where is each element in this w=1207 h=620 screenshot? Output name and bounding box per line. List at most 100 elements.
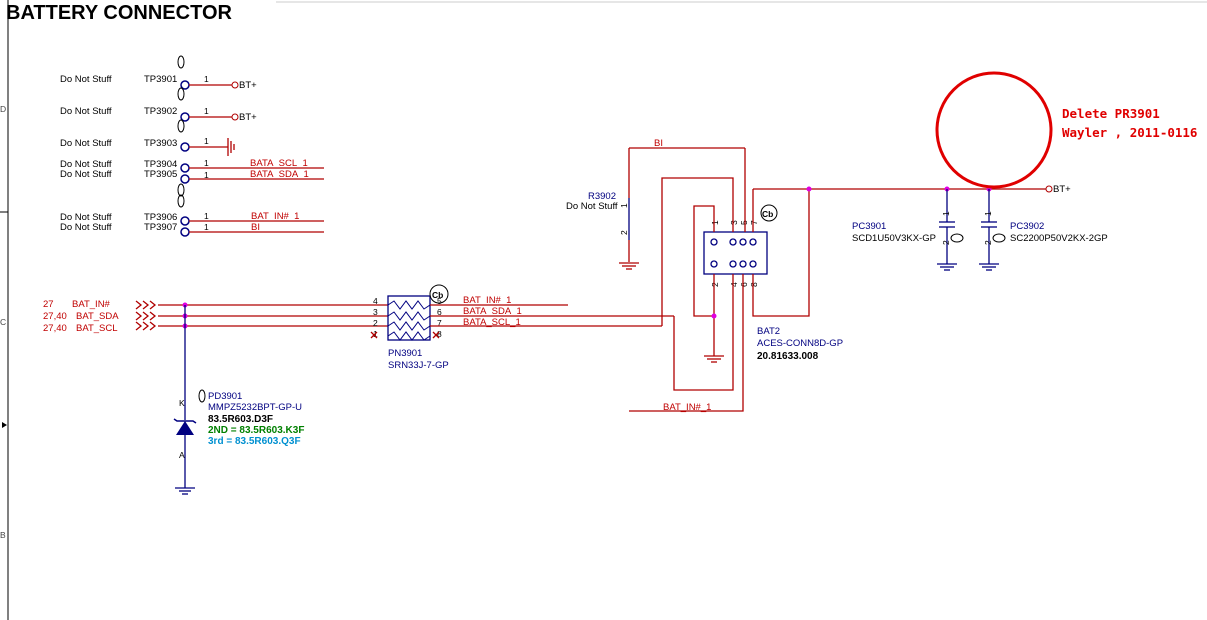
tp-net: BAT_IN#_1 (251, 211, 299, 222)
offpage-sheets: 27,40 (43, 311, 67, 322)
svg-text:3: 3 (729, 220, 739, 225)
hazard-free-icon (198, 389, 206, 403)
ground-icon (979, 263, 999, 271)
net-label-bt-plus: BT+ (1053, 184, 1071, 195)
hazard-free-icon (950, 233, 964, 243)
resistor-r3902: BI 1 2 R3902 Do Not Stuff (566, 138, 745, 270)
resistor-stuff: Do Not Stuff (566, 201, 618, 212)
wire (693, 205, 715, 317)
svg-text:1: 1 (710, 220, 720, 225)
tp-ref: TP3902 (144, 106, 177, 117)
ground-icon (175, 487, 195, 495)
hazard-free-icon (177, 55, 185, 69)
offpage-connector-icon (231, 81, 239, 89)
offpage-net: BAT_SCL (76, 323, 118, 334)
offpage-connector-icon (135, 311, 157, 321)
tp3905: Do Not Stuff TP3905 1 BATA_SDA_1 (60, 169, 324, 197)
offpage-net: BAT_IN# (72, 299, 111, 310)
diode-ref: PD3901 (208, 391, 242, 402)
tp-stuff-label: Do Not Stuff (60, 106, 112, 117)
ground-icon (619, 262, 639, 270)
net-label: BATA_SDA_1 (463, 306, 522, 317)
zener-diode-pd3901: K A PD3901 MMPZ5232BPT-GP-U 83.5R603.D3F… (173, 305, 304, 495)
tp-pin: 1 (204, 170, 209, 180)
tp-stuff-label: Do Not Stuff (60, 222, 112, 233)
svg-text:2: 2 (619, 230, 629, 235)
svg-text:1: 1 (619, 203, 629, 208)
hazard-free-icon (177, 194, 185, 208)
svg-text:1: 1 (983, 211, 993, 216)
tp-net: BT+ (239, 112, 257, 123)
margin-letter-c: C (0, 317, 6, 327)
cap-ref: PC3901 (852, 221, 886, 232)
rn-part: SRN33J-7-GP (388, 360, 449, 371)
offpage-connector-icon (231, 113, 239, 121)
tp-net: BATA_SDA_1 (250, 169, 309, 180)
tp3903: Do Not Stuff TP3903 1 (60, 119, 235, 156)
svg-text:6: 6 (739, 282, 749, 287)
resistor-ref: R3902 (588, 191, 616, 202)
offpage-net: BAT_SDA (76, 311, 119, 322)
svg-text:8: 8 (437, 329, 442, 339)
diode-k: K (179, 398, 185, 408)
tp-net: BI (251, 222, 260, 233)
tp-stuff-label: Do Not Stuff (60, 74, 112, 85)
test-point-icon (180, 174, 190, 184)
capacitor-pc3901: 1 2 PC3901 SCD1U50V3KX-GP (852, 189, 964, 271)
hazard-free-icon (177, 119, 185, 133)
test-point-icon (180, 142, 190, 152)
connector-bat2: 1 3 5 7 2 4 6 8 Cb BAT2 ACES-CONN8D-GP 2… (703, 204, 843, 362)
svg-text:5: 5 (739, 220, 749, 225)
tp3901: Do Not Stuff TP3901 1 BT+ (60, 55, 257, 91)
diode-pn3: 3rd = 83.5R603.Q3F (208, 436, 301, 447)
svg-text:4: 4 (373, 296, 378, 306)
annotation-line1: Delete PR3901 (1062, 106, 1160, 121)
svg-text:1: 1 (941, 211, 951, 216)
page-title: BATTERY CONNECTOR (6, 2, 232, 24)
tp-stuff-label: Do Not Stuff (60, 169, 112, 180)
junction-dot (806, 186, 812, 192)
diode-pn1: 83.5R603.D3F (208, 414, 273, 425)
margin-arrow-icon (2, 422, 7, 428)
connector-ref: BAT2 (757, 326, 780, 337)
hazard-free-icon (177, 183, 185, 197)
ccc-mark-icon (760, 204, 778, 222)
tp3906: Do Not Stuff TP3906 1 BAT_IN#_1 (60, 194, 324, 226)
ground-icon (937, 263, 957, 271)
tp-pin: 1 (204, 106, 209, 116)
tp-ref: TP3906 (144, 212, 177, 223)
svg-text:6: 6 (437, 307, 442, 317)
offpage-connector-icon (1045, 185, 1053, 193)
tp3902: Do Not Stuff TP3902 1 BT+ (60, 87, 257, 123)
resistor-network-pn3901: 4 3 2 1 5 6 7 8 Cb PN3901 SRN33J-7-GP (370, 284, 449, 371)
tp-pin: 1 (204, 211, 209, 221)
no-connect-icon (370, 331, 440, 339)
rn-ref: PN3901 (388, 348, 422, 359)
offpage-connector-icon (135, 321, 157, 331)
net-label: BAT_IN#_1 (463, 295, 511, 306)
annotation-line2: Wayler , 2011-0116 (1062, 125, 1197, 140)
svg-text:2: 2 (983, 240, 993, 245)
offpage-bat-sda: 27,40 BAT_SDA (43, 311, 157, 322)
svg-text:8: 8 (749, 282, 759, 287)
tp-pin: 1 (204, 74, 209, 84)
tp-ref: TP3904 (144, 159, 177, 170)
offpage-sheets: 27 (43, 299, 54, 310)
tp3904: Do Not Stuff TP3904 1 BATA_SCL_1 (60, 158, 324, 173)
svg-text:4: 4 (729, 282, 739, 287)
net-label-bi: BI (654, 138, 663, 149)
test-point-icon (180, 216, 190, 226)
ground-icon (227, 138, 235, 156)
net-label-bat-in: BAT_IN#_1 (663, 402, 711, 413)
svg-text:Cb: Cb (432, 290, 443, 300)
tp-ref: TP3901 (144, 74, 177, 85)
tp-stuff-label: Do Not Stuff (60, 159, 112, 170)
test-point-icon (180, 80, 190, 90)
wire-bat-in-return (629, 274, 744, 412)
svg-text:Cb: Cb (762, 209, 773, 219)
cap-ref: PC3902 (1010, 221, 1044, 232)
tp-pin: 1 (204, 136, 209, 146)
cap-part: SCD1U50V3KX-GP (852, 233, 936, 244)
ccc-mark-icon (429, 284, 449, 304)
